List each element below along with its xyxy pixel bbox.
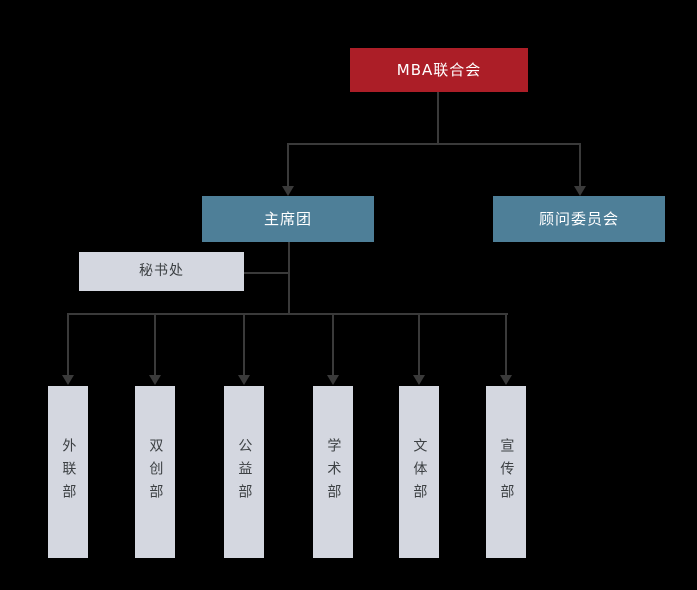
node-dept-4-label: 学术部	[325, 437, 342, 507]
node-dept-1: 外联部	[48, 386, 88, 558]
edge-drop-dept-1	[67, 313, 69, 376]
edge-drop-dept-3	[243, 313, 245, 376]
edge-root-stem	[437, 92, 439, 144]
arrowhead-dept-5	[413, 375, 425, 385]
edge-drop-dept-6	[505, 313, 507, 376]
node-dept-1-label: 外联部	[60, 437, 77, 507]
edge-top-rail	[287, 143, 581, 145]
edge-drop-dept-5	[418, 313, 420, 376]
arrowhead-dept-2	[149, 375, 161, 385]
edge-secretariat-connector	[244, 272, 290, 274]
arrowhead-dept-3	[238, 375, 250, 385]
node-dept-3-label: 公益部	[236, 437, 253, 507]
node-advisory: 顾问委员会	[493, 196, 665, 242]
node-root-label: MBA联合会	[396, 61, 482, 79]
node-dept-2: 双创部	[135, 386, 175, 558]
node-presidium-label: 主席团	[263, 210, 312, 228]
edge-root-presidium	[287, 143, 289, 187]
node-dept-2-label: 双创部	[147, 437, 164, 507]
arrowhead-advisory	[574, 186, 586, 196]
edge-drop-dept-4	[332, 313, 334, 376]
node-secretariat: 秘书处	[79, 252, 244, 291]
node-dept-3: 公益部	[224, 386, 264, 558]
node-root: MBA联合会	[350, 48, 528, 92]
node-dept-6: 宣传部	[486, 386, 526, 558]
arrowhead-dept-6	[500, 375, 512, 385]
node-presidium: 主席团	[202, 196, 374, 242]
edge-presidium-stem	[288, 242, 290, 314]
node-dept-5-label: 文体部	[411, 437, 428, 507]
edge-drop-dept-2	[154, 313, 156, 376]
node-advisory-label: 顾问委员会	[538, 210, 619, 228]
node-dept-6-label: 宣传部	[498, 437, 515, 507]
arrowhead-presidium	[282, 186, 294, 196]
node-dept-5: 文体部	[399, 386, 439, 558]
node-secretariat-label: 秘书处	[139, 263, 184, 280]
arrowhead-dept-1	[62, 375, 74, 385]
node-dept-4: 学术部	[313, 386, 353, 558]
arrowhead-dept-4	[327, 375, 339, 385]
edge-dept-rail	[67, 313, 508, 315]
edge-root-advisory	[579, 143, 581, 187]
